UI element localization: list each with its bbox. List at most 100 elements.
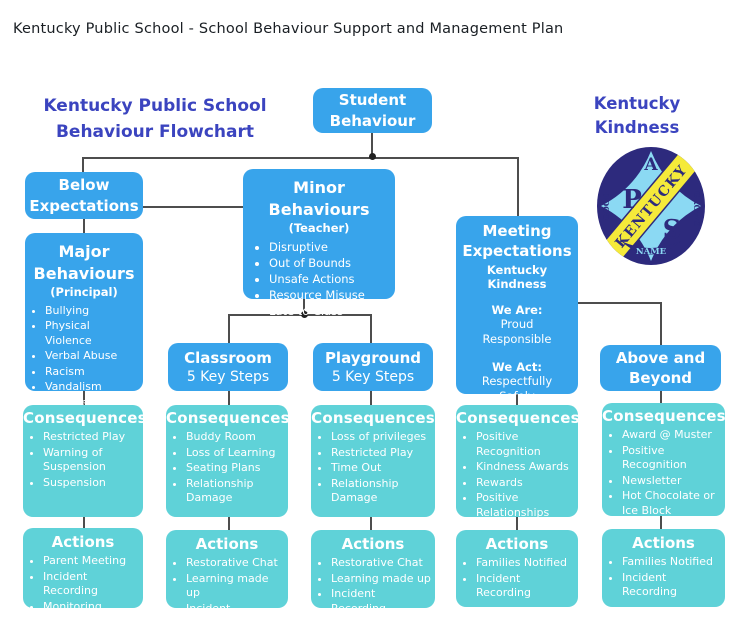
kindness-heading-line2: Kindness <box>594 117 680 137</box>
list-item: Loss of Learning <box>186 446 284 461</box>
node-subtitle: 5 Key Steps <box>331 369 415 386</box>
consequences-title: Consequences <box>23 409 147 427</box>
actions-box-classroom: Actions Restorative ChatLearning made up… <box>166 530 288 619</box>
list-item: Parent Meeting <box>43 554 139 569</box>
crest-word-good: GOOD <box>601 192 611 220</box>
node-major-behaviours: Major Behaviours (Principal) BullyingPhy… <box>25 233 143 423</box>
connector-line <box>370 391 372 406</box>
connector-line <box>371 133 373 158</box>
we-are-label: We Are: <box>491 302 543 317</box>
consequences-box-meeting: Consequences Positive RecognitionKindnes… <box>456 405 580 520</box>
crest-word-name: NAME <box>636 247 667 257</box>
actions-box-playground: Actions Restorative ChatLearning made up… <box>311 530 435 619</box>
connector-line <box>303 299 305 316</box>
node-playground: Playground 5 Key Steps <box>313 343 433 391</box>
node-title-line: Meeting <box>482 222 552 240</box>
node-subtitle: Kentucky Kindness <box>486 262 548 291</box>
actions-list: Restorative ChatLearning made upIncident… <box>311 556 435 619</box>
list-item: Hot Chocolate or Ice Block <box>622 489 721 518</box>
crest-letter-s: S <box>663 215 682 245</box>
list-item: Out of Bounds <box>269 256 391 271</box>
list-item: Families Notified <box>622 555 721 570</box>
connector-line <box>517 157 519 217</box>
flowchart-heading-line2: Behaviour Flowchart <box>55 121 255 142</box>
list-item: Positive Relationships <box>476 491 574 520</box>
list-item: Safely <box>499 389 535 404</box>
list-item: Learning made up <box>186 572 284 601</box>
list-item: Verbal Abuse <box>45 349 139 364</box>
node-title: Classroom <box>184 348 272 367</box>
consequences-box-playground: Consequences Loss of privilegesRestricte… <box>311 405 435 517</box>
list-item: Relationship Damage <box>186 477 284 506</box>
consequences-title: Consequences <box>456 409 580 427</box>
consequences-title: Consequences <box>602 407 726 425</box>
node-subtitle: (Principal) <box>50 285 118 300</box>
node-minor-behaviours: Minor Behaviours (Teacher) DisruptiveOut… <box>243 169 395 318</box>
list-item: Responsible <box>482 332 552 347</box>
node-title-line: Expectations <box>462 242 572 261</box>
actions-list: Families NotifiedIncident Recording <box>456 556 578 601</box>
node-title-line: Expectations <box>29 196 139 215</box>
actions-list: Restorative ChatLearning made upIncident… <box>166 556 288 619</box>
connector-line <box>83 218 85 234</box>
actions-list: Families NotifiedIncident Recording <box>602 555 725 600</box>
list-item: Explicit Teaching <box>43 615 139 619</box>
connector-line <box>660 390 662 404</box>
connector-line <box>143 206 243 208</box>
node-below-expectations: Below Expectations <box>25 172 143 219</box>
list-item: Time Out <box>331 461 431 476</box>
list-item: Physical Violence <box>45 319 139 348</box>
crest-banner-band <box>597 147 705 265</box>
connector-line <box>516 517 518 531</box>
list-item: Racism <box>45 365 139 380</box>
list-item: Incident Recording <box>331 587 431 616</box>
kindness-heading: Kentucky Kindness <box>578 92 696 140</box>
node-title-line: Behaviour <box>329 111 416 130</box>
node-subtitle: (Teacher) <box>288 221 350 236</box>
connector-line <box>370 517 372 531</box>
actions-title: Actions <box>195 535 259 553</box>
node-above-and-beyond: Above and Beyond <box>600 345 721 391</box>
connector-line <box>228 517 230 531</box>
list-item: Award @ Muster <box>622 428 721 443</box>
node-title-line: Behaviours <box>268 199 370 219</box>
list-item: Late to Class <box>269 304 391 319</box>
actions-box-above: Actions Families NotifiedIncident Record… <box>602 529 725 607</box>
list-item: Restorative Chat <box>331 556 431 571</box>
consequences-list: Positive RecognitionKindness AwardsRewar… <box>456 430 578 520</box>
node-title-line: Minor <box>293 178 345 197</box>
list-item: Positive Recognition <box>476 430 574 459</box>
school-crest-logo: KENTUCKY A P S GOOD GROWS NAME <box>597 147 705 265</box>
list-item: Relationship Damage <box>331 477 431 506</box>
list-item: Buddy Room <box>186 430 284 445</box>
actions-title: Actions <box>341 535 405 553</box>
list-item: Seating Plans <box>186 461 284 476</box>
node-title-line: Student <box>338 91 407 110</box>
list-item: Suspension <box>43 476 139 491</box>
list-item: Families Notified <box>476 556 574 571</box>
minor-behaviours-list: DisruptiveOut of BoundsUnsafe ActionsRes… <box>243 240 395 320</box>
connector-line <box>82 157 84 173</box>
actions-title: Actions <box>51 533 115 551</box>
crest-letter-a: A <box>643 155 658 175</box>
connector-junction-dot <box>369 153 376 160</box>
list-item: Rewards <box>476 476 574 491</box>
node-title-line: Below <box>58 176 110 195</box>
node-meeting-expectations: Meeting Expectations Kentucky Kindness W… <box>456 216 578 403</box>
actions-box-major: Actions Parent MeetingIncident Recording… <box>23 528 143 619</box>
actions-title: Actions <box>485 535 549 553</box>
list-item: Family Notification <box>331 617 431 619</box>
list-item: Restricted Play <box>43 430 139 445</box>
list-item: Respectfully <box>481 373 553 388</box>
node-title-line: Above and <box>615 348 706 367</box>
list-item: Incident Recording <box>622 571 721 600</box>
list-item: Warning of Suspension <box>43 446 139 475</box>
connector-line <box>578 302 662 304</box>
node-title-line: Beyond <box>628 369 693 387</box>
list-item: Restricted Play <box>331 446 431 461</box>
document-title: Kentucky Public School - School Behaviou… <box>13 21 564 37</box>
connector-line <box>228 314 230 344</box>
we-act-label: We Act: <box>492 359 542 374</box>
